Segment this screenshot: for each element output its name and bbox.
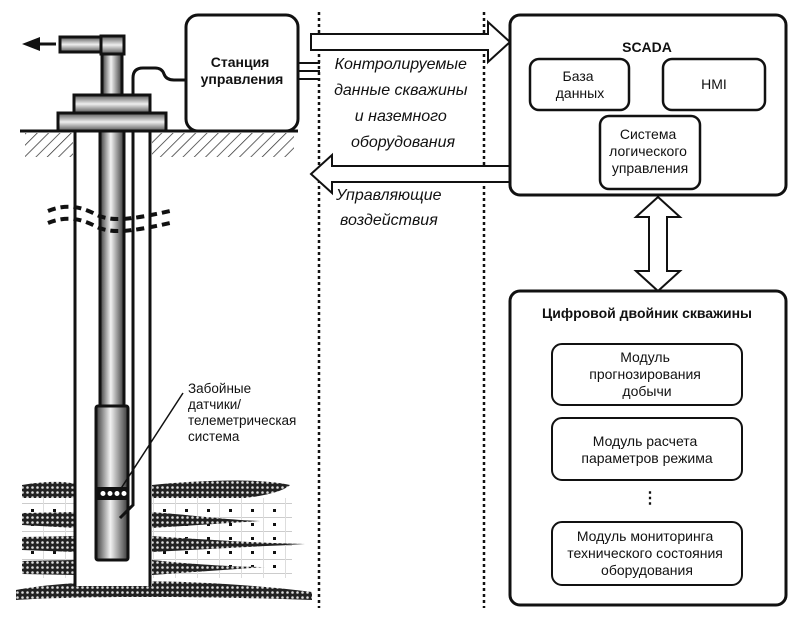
hmi-label: HMI (701, 76, 727, 92)
module-equipment-monitoring-label: Модуль мониторинга технического состояни… (567, 528, 727, 578)
more-modules-ellipsis: ⋮ (642, 490, 658, 507)
outlet-pipe (58, 35, 103, 54)
digital-twin-block: Цифровой двойник скважины Модуль прогноз… (508, 289, 788, 607)
digital-twin-title: Цифровой двойник скважины (542, 305, 752, 321)
station-cable (131, 66, 187, 95)
module-production-forecast-label: Модуль прогнозирования добычи (589, 349, 705, 399)
module-equipment-monitoring (551, 521, 743, 586)
wellhead-elbow (99, 34, 126, 56)
database-box (528, 57, 631, 112)
wellhead-flange-lower (56, 111, 168, 133)
tubing (98, 129, 126, 408)
module-mode-parameters-label: Модуль расчета параметров режима (581, 433, 712, 466)
wellhead-riser (100, 50, 124, 97)
depth-break-mark (47, 204, 171, 234)
ground-hatch-right (152, 133, 294, 157)
control-actions-label: Управляющие воздействия (335, 187, 446, 229)
cable-hook (118, 495, 135, 520)
scada-block: SCADA База данных HMI Система логическог… (508, 13, 788, 197)
scada-title: SCADA (622, 39, 672, 55)
hmi-box (661, 57, 767, 112)
flow-out-arrow-icon (22, 37, 40, 51)
monitored-data-arrow (310, 19, 512, 65)
reservoir-formation (16, 480, 312, 600)
logic-control-label: Система логического управления (609, 126, 691, 176)
downhole-sensors-label: Забойные датчики/ телеметрическая систем… (188, 381, 300, 444)
bidirectional-arrow (633, 195, 683, 293)
control-actions-arrow (309, 152, 511, 196)
module-mode-parameters (551, 417, 743, 481)
ground-hatch-left (25, 133, 73, 157)
control-station-box (184, 13, 300, 133)
well-drawing: Станция управления Забойные датчики/ тел… (16, 13, 320, 600)
downhole-pump (94, 404, 130, 562)
database-label: База данных (556, 68, 604, 101)
logic-control-box (598, 114, 702, 191)
monitored-data-label: Контролируемые данные скважины и наземно… (334, 56, 472, 151)
sensor-callout-line (119, 392, 184, 491)
module-production-forecast (551, 343, 743, 406)
control-station-label: Станция управления (201, 54, 284, 87)
wellhead-flange-upper (72, 93, 152, 115)
